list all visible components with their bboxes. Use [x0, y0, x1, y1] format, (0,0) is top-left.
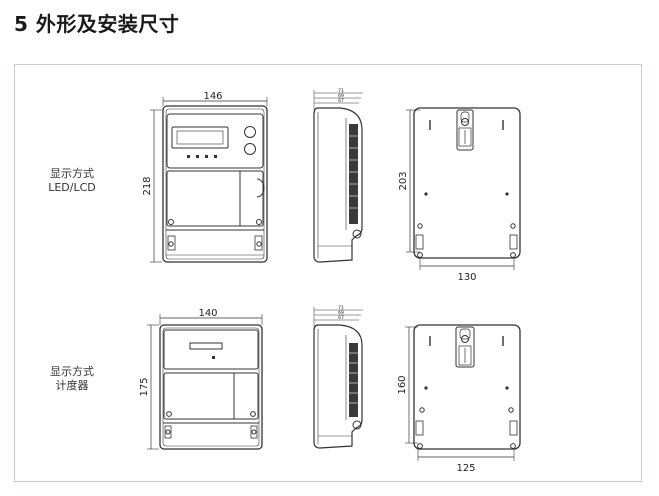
row1-display-label: 显示方式 LED/LCD — [40, 167, 104, 195]
row1-front-width-label: 146 — [203, 91, 222, 102]
row2-front-height-label: 175 — [139, 377, 150, 396]
row2-back-view: 160 125 — [397, 324, 521, 474]
row2-label-line1: 显示方式 — [50, 365, 94, 378]
row1-back-view: 203 130 — [398, 107, 521, 283]
row2-front-width-label: 140 — [198, 308, 217, 319]
row2-back-height-label: 160 — [397, 375, 408, 394]
row1-side-dim-1: 71 — [338, 88, 344, 94]
row1-front-height-label: 218 — [142, 176, 153, 195]
section-title: 5 外形及安装尺寸 — [14, 12, 180, 36]
row1-back-height-label: 203 — [398, 171, 409, 190]
row1-side-view: 71 69 67 — [313, 88, 363, 263]
row2-back-width-label: 125 — [456, 463, 475, 474]
row2-side-dim-2: 69 — [338, 310, 344, 316]
row2-side-dim-1: 71 — [338, 305, 344, 311]
row2-side-view: 71 69 67 — [313, 305, 363, 449]
row1-side-dim-3: 67 — [338, 98, 344, 104]
row2-label-line2: 计度器 — [55, 379, 89, 392]
row1-back-width-label: 130 — [457, 272, 476, 283]
row1-side-dim-2: 69 — [338, 93, 344, 99]
row2-display-label: 显示方式 计度器 — [40, 365, 104, 393]
row1-label-line2: LED/LCD — [48, 181, 96, 194]
row2-front-view: 140 175 — [139, 308, 263, 450]
row1-front-view: 146 218 — [142, 91, 268, 263]
drawing-frame — [14, 64, 642, 482]
row1-label-line1: 显示方式 — [50, 167, 94, 180]
row2-side-dim-3: 67 — [338, 315, 344, 321]
